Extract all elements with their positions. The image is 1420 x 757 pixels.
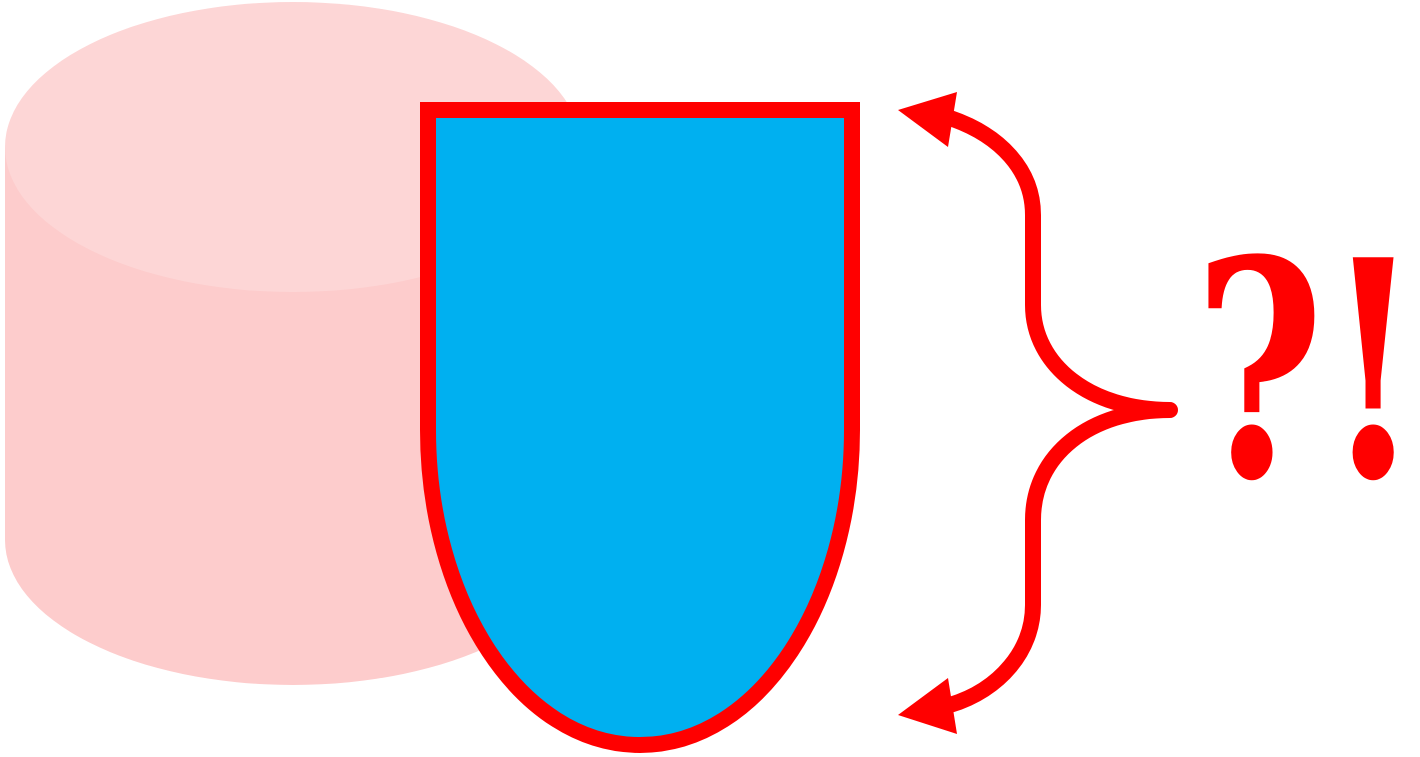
curly-brace-arrows xyxy=(898,92,1170,734)
arrowhead-top xyxy=(898,92,957,147)
shield-shape xyxy=(428,110,852,745)
arrowhead-bottom xyxy=(898,678,957,734)
curly-brace xyxy=(950,118,1170,705)
question-exclamation-mark: ?! xyxy=(1194,194,1420,547)
